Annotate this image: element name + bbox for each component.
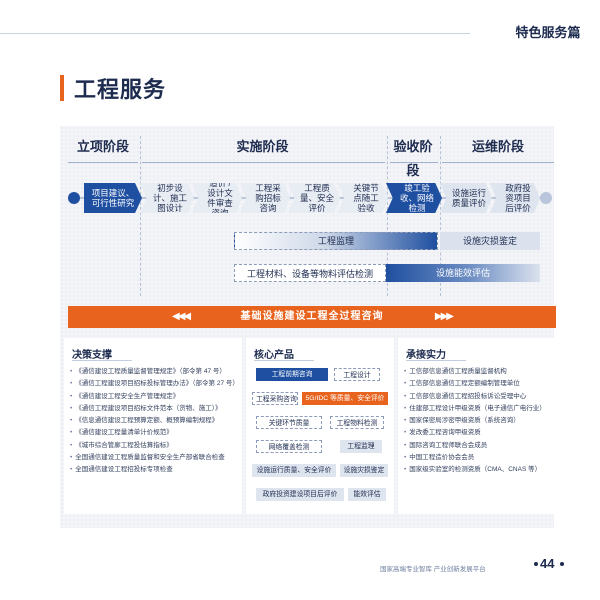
product-box: 政府投资建设项目后评价	[256, 488, 344, 501]
list-item: 发改委工程咨询甲级资质	[404, 427, 546, 439]
stage-implementation: 实施阶段	[236, 139, 289, 154]
stage-divider	[440, 136, 441, 296]
page-title-wrap: 工程服务	[60, 74, 166, 102]
list-item: 《通信建设工程质量监督管理规定》（部令第 47 号）	[70, 366, 239, 378]
footer-dot	[534, 562, 538, 566]
disaster-bar: 设施灾损鉴定	[440, 232, 540, 250]
list-item: 国家保密局涉密甲级资质（系统咨询）	[404, 415, 546, 427]
list-item: 全国通信建设工程招投标专项检查	[70, 464, 239, 476]
list-item: 《通信建设工程安全生产管理规定》	[70, 391, 239, 403]
list-item: 中国工程造价协会会员	[404, 452, 546, 464]
product-box: 工程设计	[334, 368, 380, 381]
stage-underline	[390, 162, 438, 163]
timeline-step: 造价 / 设计文件审查咨询	[192, 183, 242, 213]
list-item: 工信部信息通信工程定额编制管理单位	[404, 378, 546, 390]
list-item: 《通信工程建设项目招标投标管理办法》（部令第 27 号）	[70, 378, 239, 390]
energy-bar: 设施能效评估	[435, 268, 490, 278]
stage-underline	[68, 162, 138, 163]
materials-bar: 工程材料、设备等物料评估检测	[234, 264, 386, 282]
decision-list: 《通信建设工程质量监督管理规定》（部令第 47 号） 《通信工程建设项目招标投标…	[70, 366, 239, 477]
product-box: 5G/IDC 等质量、安全评价	[302, 392, 388, 405]
list-item: 住建部工程设计甲级资质（电子通信广电行业）	[404, 403, 546, 415]
stage-divider	[387, 136, 388, 296]
timeline-step: 工程质量、安全评价	[288, 183, 340, 213]
list-item: 国际咨询工程师联合会成员	[404, 440, 546, 452]
decision-column: 决策支撑 《通信建设工程质量监督管理规定》（部令第 47 号） 《通信工程建设项…	[64, 338, 242, 514]
page-number: 44	[540, 556, 555, 571]
arrow-right-icon: ▶▶▶	[434, 311, 454, 322]
lifecycle-banner: ◀◀◀ 基础设施建设工程全过程咨询 ▶▶▶	[68, 306, 556, 328]
timeline-step: 工程采购招标咨询	[240, 183, 290, 213]
timeline-step: 政府投资项目后评价	[490, 183, 540, 213]
product-box: 工程物料检测	[330, 416, 384, 429]
capabilities-list: 工信部信息通信工程质量监督机构 工信部信息通信工程定额编制管理单位 工信部信息通…	[404, 366, 546, 477]
list-item: 工信部信息通信工程招投标诉讼受理中心	[404, 391, 546, 403]
arrow-left-icon: ◀◀◀	[172, 311, 191, 322]
stage-underline	[142, 162, 385, 163]
list-item: 《信息通信建设工程预算定额、概预算编制规程》	[70, 415, 239, 427]
list-item: 《通信工程建设项目招标文件范本（货物、施工）》	[70, 403, 239, 415]
capabilities-column: 承接实力 工信部信息通信工程质量监督机构 工信部信息通信工程定额编制管理单位 工…	[398, 338, 554, 514]
energy-bar-bg	[386, 264, 540, 282]
products-column: 核心产品 工程前期咨询 工程设计 工程采购咨询 5G/IDC 等质量、安全评价 …	[246, 338, 394, 514]
footer-dot	[560, 562, 564, 566]
stage-initiation: 立项阶段	[76, 139, 129, 154]
timeline-step: 初步设计、施工图设计	[140, 183, 194, 213]
product-box: 能效评估	[348, 488, 386, 501]
product-box: 工程采购咨询	[252, 392, 298, 405]
capabilities-title: 承接实力	[406, 346, 466, 361]
supervision-bar: 工程监理	[317, 236, 354, 246]
section-tag: 特色服务篇	[496, 19, 600, 47]
title-accent	[60, 75, 64, 101]
header-rule	[0, 33, 470, 34]
timeline-start-dot	[68, 192, 80, 204]
product-box: 工程前期咨询	[256, 368, 328, 381]
top-bar: 特色服务篇	[0, 19, 600, 47]
list-item: 国家级实验室的检测资质（CMA、CNAS 等）	[404, 464, 546, 476]
product-box: 网络覆盖检测	[256, 440, 322, 453]
timeline-end-dot	[540, 192, 552, 204]
stage-operation: 运维阶段	[471, 139, 524, 154]
product-box: 设施灾损鉴定	[340, 464, 388, 477]
timeline-step: 竣工验收、网络检测	[386, 183, 442, 213]
stage-divider	[140, 136, 141, 296]
stage-acceptance: 验收阶段	[393, 139, 433, 178]
decision-title: 决策支撑	[72, 346, 132, 361]
product-box: 设施运行质量、安全评价	[252, 464, 336, 477]
list-item: 《城市综合管廊工程投估算指标》	[70, 440, 239, 452]
timeline-step: 项目建议、可行性研究	[84, 183, 142, 213]
stage-underline	[442, 162, 554, 163]
timeline-step: 设施运行质量评价	[440, 183, 492, 213]
product-box: 关键环节质量	[256, 416, 322, 429]
product-box: 工程监理	[340, 440, 382, 453]
banner-text: 基础设施建设工程全过程咨询	[240, 311, 384, 322]
timeline-step: 关键节点随工验收	[338, 183, 388, 213]
footer-text: 国家高端专业智库 产业创新发展平台	[380, 566, 486, 573]
page-title: 工程服务	[74, 77, 167, 102]
list-item: 《通信建设工程量清单计价规范》	[70, 427, 239, 439]
products-title: 核心产品	[254, 346, 314, 361]
list-item: 全国通信建设工程质量监督和安全生产部省联合检查	[70, 452, 239, 464]
list-item: 工信部信息通信工程质量监督机构	[404, 366, 546, 378]
supervision-bar-bg	[234, 232, 438, 250]
